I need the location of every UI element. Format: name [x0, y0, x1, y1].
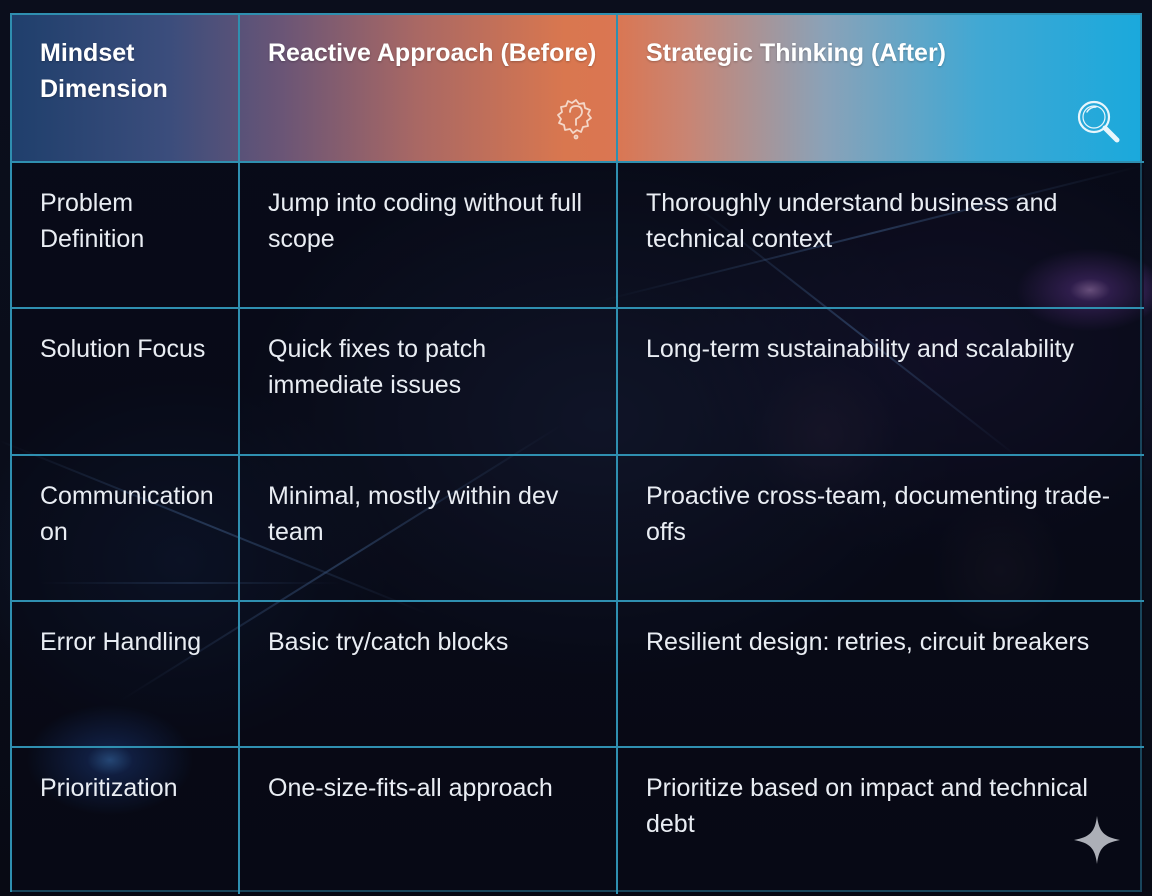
header-mindset-dimension: Mindset Dimension: [12, 15, 240, 163]
table-cell-dimension: Error Handling: [12, 602, 240, 748]
table-cell-after: Resilient design: retries, circuit break…: [618, 602, 1144, 748]
table-cell-dimension: Problem Definition: [12, 163, 240, 309]
table-cell-after: Long-term sustainability and scalability: [618, 309, 1144, 456]
question-gear-icon: [557, 99, 592, 140]
table-cell-before: Basic try/catch blocks: [240, 602, 618, 748]
magnifier-icon: [1077, 100, 1120, 143]
table-cell-before: One-size-fits-all approach: [240, 748, 618, 894]
table-cell-after: Prioritize based on impact and technical…: [618, 748, 1144, 894]
table-cell-dimension: Prioritization: [12, 748, 240, 894]
table-cell-after: Proactive cross-team, documenting trade-…: [618, 456, 1144, 602]
table-cell-before: Minimal, mostly within dev team: [240, 456, 618, 602]
header-strategic-thinking: Strategic Thinking (After): [618, 15, 1144, 163]
table-cell-dimension: Communication on: [12, 456, 240, 602]
sparkle-icon: [1074, 816, 1120, 864]
table-cell-dimension: Solution Focus: [12, 309, 240, 456]
table-cell-before: Jump into coding without full scope: [240, 163, 618, 309]
table-cell-before: Quick fixes to patch immediate issues: [240, 309, 618, 456]
comparison-table: Mindset Dimension Reactive Approach (Bef…: [10, 13, 1144, 894]
table-cell-after: Thoroughly understand business and techn…: [618, 163, 1144, 309]
table-grid: Mindset Dimension Reactive Approach (Bef…: [10, 13, 1144, 894]
header-reactive-approach: Reactive Approach (Before): [240, 15, 618, 163]
